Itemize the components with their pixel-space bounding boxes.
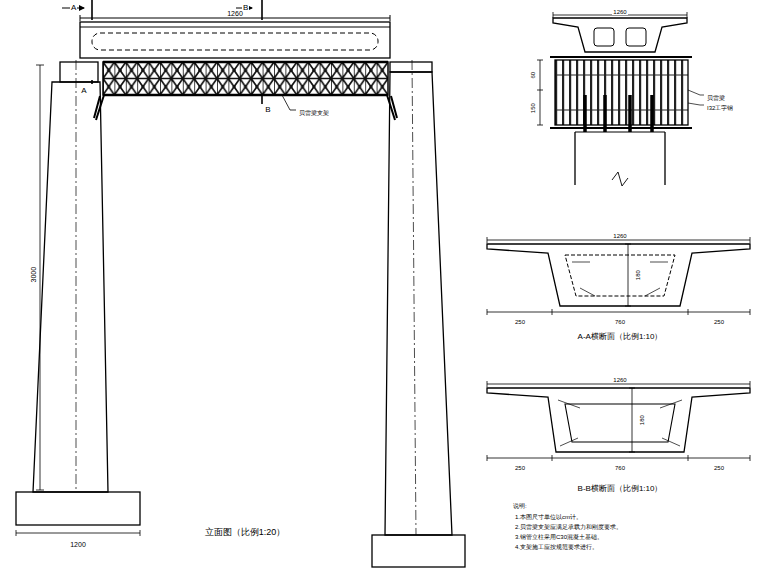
pier-column	[33, 82, 108, 492]
pier-cap	[60, 62, 98, 82]
section-mark	[91, 0, 93, 20]
callout-text: I32工字钢	[706, 105, 734, 111]
section-mark	[261, 96, 263, 104]
dimension-text: 3000	[30, 266, 37, 284]
dimension-text: 180	[639, 414, 645, 426]
bailey-truss	[555, 60, 688, 125]
pier-cap	[390, 62, 432, 72]
box-girder	[80, 22, 390, 58]
dimension-line	[629, 388, 635, 452]
pier-column	[385, 72, 452, 535]
view-caption: 立面图（比例1:20）	[204, 528, 287, 537]
dimension-text: 250	[713, 465, 725, 471]
center-line	[412, 60, 416, 535]
dimension-line	[487, 309, 750, 315]
dimension-text: 250	[514, 465, 526, 471]
support-section-view	[537, 12, 704, 186]
bailey-truss	[103, 62, 388, 95]
view-caption: B-B横断面（比例1:10）	[577, 485, 664, 493]
truss-chord	[103, 62, 388, 95]
dimension-text: 250	[713, 319, 725, 325]
view-caption: A-A横断面（比例1:10）	[577, 333, 664, 341]
elevation-view	[16, 0, 465, 567]
break-line	[612, 172, 628, 186]
dimension-text: 760	[614, 319, 626, 325]
rebar-line	[572, 262, 668, 296]
brace	[94, 95, 104, 120]
dimension-text: 1260	[612, 233, 627, 239]
girder-cell	[565, 404, 675, 442]
dimension-text: 250	[514, 319, 526, 325]
section-letter: A	[80, 87, 87, 95]
center-line	[76, 60, 77, 492]
note-text: 2.贝雷梁支架应满足承载力和刚度要求。	[514, 524, 623, 530]
rebar-line	[558, 400, 682, 446]
dimension-line	[625, 244, 631, 306]
dimension-text: 1260	[612, 9, 627, 15]
dimension-line	[16, 530, 140, 536]
dimension-text: 760	[614, 465, 626, 471]
dimension-text: 1260	[226, 10, 244, 17]
pier-column	[575, 132, 665, 185]
note-text: 3.钢管立柱采用C30混凝土基础。	[514, 534, 604, 540]
girder-section	[487, 244, 750, 306]
note-text: 1.本图尺寸单位以cm计。	[514, 514, 583, 520]
dimension-line	[537, 60, 543, 125]
girder-section	[553, 18, 687, 52]
callout-text: 贝雷梁	[706, 95, 726, 101]
steel-post	[585, 95, 652, 132]
dimension-line	[487, 455, 750, 461]
section-letter: A	[70, 4, 77, 12]
section-bb	[487, 381, 750, 461]
girder-cell	[92, 33, 378, 50]
girder-cell	[626, 28, 646, 46]
deck-line	[80, 27, 390, 28]
leader-line	[688, 90, 704, 105]
section-letter: B	[264, 106, 271, 114]
brace	[387, 95, 397, 120]
section-mark	[261, 0, 263, 20]
note-text: 4.支架施工应按规范要求进行。	[514, 544, 599, 550]
girder-cell	[594, 28, 614, 46]
callout-text: 贝雷梁支架	[298, 110, 330, 116]
pier-top	[575, 132, 665, 133]
inner-outline	[565, 255, 675, 296]
section-aa	[487, 237, 750, 315]
pier-footing	[372, 535, 465, 567]
pier-footing	[16, 492, 140, 525]
leader-line	[282, 95, 296, 110]
dimension-text: 150	[530, 102, 536, 114]
note-heading: 说明:	[512, 503, 528, 509]
dimension-text: 60	[530, 71, 536, 80]
dimension-text: 1260	[612, 377, 627, 383]
dimension-text: 180	[635, 269, 641, 281]
girder-section	[487, 388, 750, 452]
dimension-text: 1200	[69, 541, 87, 548]
distribution-beam	[550, 57, 692, 128]
